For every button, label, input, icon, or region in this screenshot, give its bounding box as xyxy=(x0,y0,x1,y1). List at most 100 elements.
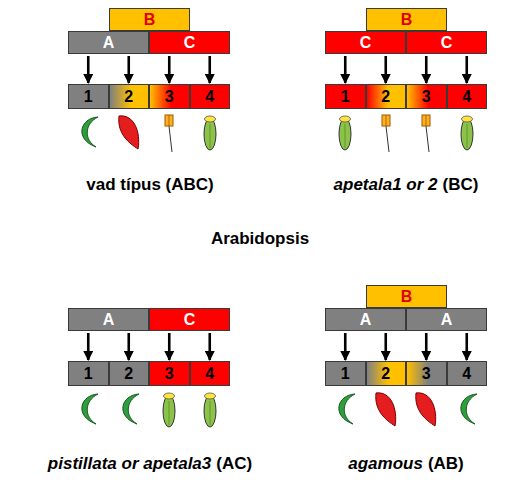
node-label: 4 xyxy=(205,88,214,106)
caption-text: vad típus (ABC) xyxy=(86,175,214,195)
carpel-icon xyxy=(163,393,175,427)
whorl-box: 4 xyxy=(190,361,231,386)
whorl-box: 2 xyxy=(366,361,407,386)
node-label: 4 xyxy=(462,88,471,106)
expression-arrow xyxy=(465,56,468,83)
gene-band: A xyxy=(325,308,406,331)
sepal-icon xyxy=(461,394,477,424)
expression-arrow xyxy=(127,333,130,360)
expression-arrow xyxy=(384,56,387,83)
node-label: 2 xyxy=(124,365,133,383)
expression-arrow xyxy=(344,56,347,83)
gene-b-band: B xyxy=(366,8,447,31)
node-label: 4 xyxy=(205,365,214,383)
sepal-icon xyxy=(123,394,139,424)
expression-arrow xyxy=(168,333,171,360)
expression-arrow xyxy=(344,333,347,360)
expression-arrow xyxy=(127,56,130,83)
node-label: C xyxy=(184,34,196,52)
whorl-box: 3 xyxy=(406,84,447,109)
node-label: A xyxy=(103,311,115,329)
node-label: B xyxy=(401,288,413,306)
whorl-box: 3 xyxy=(149,361,190,386)
whorl-box: 4 xyxy=(447,361,488,386)
gene-band: A xyxy=(406,308,487,331)
whorl-box: 2 xyxy=(366,84,407,109)
node-label: 4 xyxy=(462,365,471,383)
sepal-icon xyxy=(339,394,355,424)
node-label: 2 xyxy=(381,365,390,383)
node-label: C xyxy=(441,34,453,52)
gene-band: C xyxy=(149,308,230,331)
carpel-icon xyxy=(461,116,473,150)
sepal-icon xyxy=(82,117,98,147)
caption: apetala1 or 2(BC) xyxy=(206,175,521,195)
whorl-box: 4 xyxy=(447,84,488,109)
whorl-box: 2 xyxy=(109,361,150,386)
expression-arrow xyxy=(425,56,428,83)
carpel-icon xyxy=(204,116,216,150)
caption: agamous(AB) xyxy=(206,454,521,474)
node-label: 1 xyxy=(341,365,350,383)
node-label: 1 xyxy=(341,88,350,106)
expression-arrow xyxy=(87,56,90,83)
carpel-icon xyxy=(339,116,351,150)
gene-b-band: B xyxy=(109,8,190,31)
node-label: C xyxy=(360,34,372,52)
whorl-box: 3 xyxy=(406,361,447,386)
petal-icon xyxy=(119,116,139,149)
whorl-box: 1 xyxy=(68,84,109,109)
gene-band: C xyxy=(406,31,487,54)
expression-arrow xyxy=(208,333,211,360)
gene-band: C xyxy=(149,31,230,54)
node-label: 1 xyxy=(84,365,93,383)
whorl-box: 3 xyxy=(149,84,190,109)
caption: Arabidopsis xyxy=(60,229,460,249)
node-label: 3 xyxy=(422,88,431,106)
node-label: 3 xyxy=(165,365,174,383)
mutant-name: apetala1 or 2 xyxy=(334,175,438,195)
expression-arrow xyxy=(168,56,171,83)
node-label: A xyxy=(103,34,115,52)
gene-b-band: B xyxy=(366,285,447,308)
caption: pistillata or apetala3(AC) xyxy=(0,454,350,474)
whorl-box: 1 xyxy=(68,361,109,386)
expression-arrow xyxy=(465,333,468,360)
mutant-name: agamous xyxy=(348,454,423,474)
carpel-icon xyxy=(204,393,216,427)
node-label: 2 xyxy=(381,88,390,106)
sepal-icon xyxy=(82,394,98,424)
gene-band: A xyxy=(68,308,149,331)
gene-band: C xyxy=(325,31,406,54)
caption-text: Arabidopsis xyxy=(211,229,309,249)
petal-icon xyxy=(416,393,436,426)
node-label: B xyxy=(401,11,413,29)
node-label: A xyxy=(360,311,372,329)
mutant-name: pistillata or apetala3 xyxy=(48,454,211,474)
caption: vad típus (ABC) xyxy=(0,175,350,195)
expression-arrow xyxy=(208,56,211,83)
petal-icon xyxy=(376,393,396,426)
stamen-icon xyxy=(165,115,173,152)
node-label: 1 xyxy=(84,88,93,106)
stamen-icon xyxy=(422,115,430,152)
expression-arrow xyxy=(384,333,387,360)
whorl-box: 1 xyxy=(325,84,366,109)
node-label: C xyxy=(184,311,196,329)
expression-arrow xyxy=(87,333,90,360)
whorl-box: 4 xyxy=(190,84,231,109)
node-label: 2 xyxy=(124,88,133,106)
node-label: B xyxy=(144,11,156,29)
node-label: 3 xyxy=(165,88,174,106)
node-label: 3 xyxy=(422,365,431,383)
expression-arrow xyxy=(425,333,428,360)
whorl-box: 1 xyxy=(325,361,366,386)
caption-text: (AB) xyxy=(428,454,464,474)
whorl-box: 2 xyxy=(109,84,150,109)
node-label: A xyxy=(441,311,453,329)
caption-text: (AC) xyxy=(216,454,252,474)
stamen-icon xyxy=(382,115,390,152)
caption-text: (BC) xyxy=(443,175,479,195)
gene-band: A xyxy=(68,31,149,54)
